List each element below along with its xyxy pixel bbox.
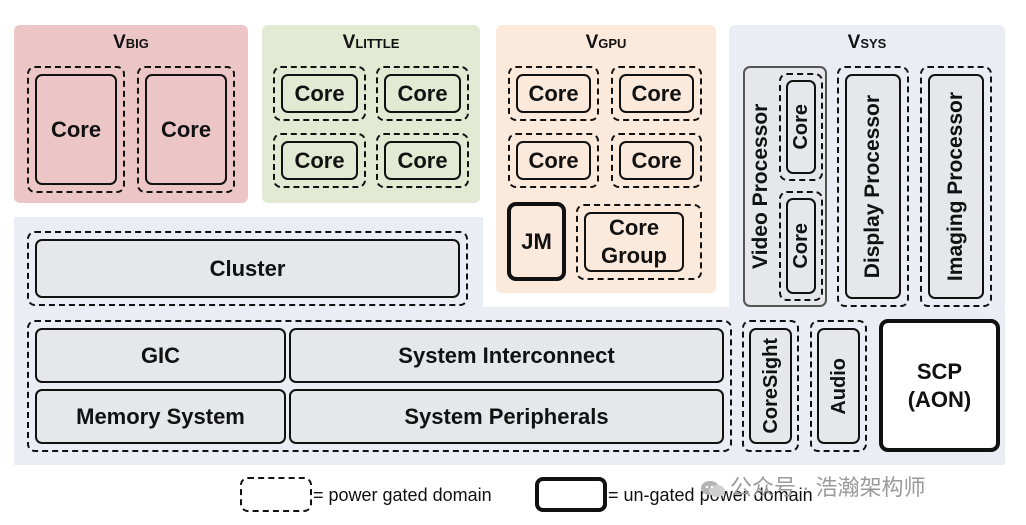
- little-core-4: Core: [384, 141, 461, 180]
- legend-power-gated: = power gated domain: [313, 485, 492, 505]
- gic: GIC: [35, 328, 286, 383]
- imaging-processor-label: Imaging Processor: [944, 91, 967, 282]
- vgpu-title-sub: GPU: [598, 36, 627, 51]
- audio-gate: Audio: [810, 320, 867, 452]
- vgpu-title: VGPU: [496, 32, 716, 55]
- scp-aon: SCP (AON): [879, 319, 1000, 452]
- display-processor-label: Display Processor: [861, 94, 884, 279]
- system-core-gate: GIC System Interconnect Memory System Sy…: [27, 320, 732, 452]
- vbig-domain: VBIG Core Core: [14, 25, 248, 203]
- gpu-core-gate-3: Core: [508, 133, 599, 188]
- video-processor-label: Video Processor: [749, 103, 772, 270]
- imaging-processor-gate: Imaging Processor: [920, 66, 992, 307]
- vgpu-title-prefix: V: [585, 32, 599, 53]
- vgpu-domain: VGPU Core Core Core Core JM Core Group: [496, 25, 716, 293]
- gpu-core-gate-2: Core: [611, 66, 702, 121]
- vlittle-title: VLITTLE: [262, 32, 480, 55]
- vlittle-title-sub: LITTLE: [355, 36, 400, 51]
- big-core-gate-2: Core: [137, 66, 235, 193]
- vbig-title-prefix: V: [113, 32, 126, 53]
- little-core-gate-4: Core: [376, 133, 469, 188]
- video-core-gate-2: Core: [779, 191, 823, 301]
- little-core-gate-1: Core: [273, 66, 366, 121]
- legend-solid-swatch: [535, 477, 607, 512]
- coresight-gate: CoreSight: [742, 320, 799, 452]
- display-processor-gate: Display Processor: [837, 66, 909, 307]
- legend-dashed-swatch: [240, 477, 312, 512]
- video-core-2-label: Core: [790, 223, 812, 269]
- cluster: Cluster: [35, 239, 460, 298]
- gpu-core-gate-1: Core: [508, 66, 599, 121]
- gpu-core-2: Core: [619, 74, 694, 113]
- aon-label: (AON): [907, 386, 972, 412]
- coresight: CoreSight: [749, 328, 792, 444]
- big-core-1: Core: [35, 74, 117, 185]
- audio-label: Audio: [827, 357, 850, 415]
- video-core-2: Core: [786, 198, 816, 294]
- gpu-core-1: Core: [516, 74, 591, 113]
- vsys-domain: VSYS Video Processor Core Core Display P…: [729, 25, 1005, 310]
- vsys-title: VSYS: [729, 32, 1005, 55]
- memory-system: Memory System: [35, 389, 286, 444]
- coresight-label: CoreSight: [759, 338, 782, 434]
- vbig-title: VBIG: [14, 32, 248, 55]
- video-core-1: Core: [786, 80, 816, 174]
- gpu-core-4: Core: [619, 141, 694, 180]
- video-core-1-label: Core: [790, 104, 812, 150]
- little-core-2: Core: [384, 74, 461, 113]
- gpu-core-3: Core: [516, 141, 591, 180]
- imaging-processor: Imaging Processor: [928, 74, 984, 299]
- video-core-gate-1: Core: [779, 73, 823, 181]
- system-interconnect: System Interconnect: [289, 328, 724, 383]
- core-group: Core Group: [584, 212, 684, 272]
- vlittle-domain: VLITTLE Core Core Core Core: [262, 25, 480, 203]
- little-core-gate-2: Core: [376, 66, 469, 121]
- watermark: 公众号 · 浩瀚架构师: [700, 470, 1000, 502]
- scp-label: SCP: [916, 358, 963, 384]
- wechat-icon: [700, 479, 726, 499]
- big-core-2: Core: [145, 74, 227, 185]
- video-processor: Video Processor Core Core: [743, 66, 827, 307]
- gpu-core-gate-4: Core: [611, 133, 702, 188]
- core-group-gate: Core Group: [576, 204, 702, 280]
- little-core-1: Core: [281, 74, 358, 113]
- little-core-gate-3: Core: [273, 133, 366, 188]
- watermark-text: 公众号 · 浩瀚架构师: [730, 475, 926, 500]
- big-core-gate-1: Core: [27, 66, 125, 193]
- vsys-title-sub: SYS: [860, 36, 887, 51]
- vsys-title-prefix: V: [847, 32, 861, 53]
- little-core-3: Core: [281, 141, 358, 180]
- audio: Audio: [817, 328, 860, 444]
- cluster-gate: Cluster: [27, 231, 468, 306]
- vlittle-title-prefix: V: [342, 32, 356, 53]
- vbig-title-sub: BIG: [125, 36, 149, 51]
- system-peripherals: System Peripherals: [289, 389, 724, 444]
- display-processor: Display Processor: [845, 74, 901, 299]
- job-manager: JM: [507, 202, 566, 281]
